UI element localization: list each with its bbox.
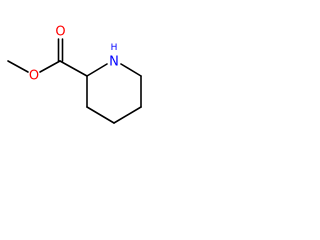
ester-oxygen-label: O (29, 69, 39, 84)
bond-alpha-carbon-nitrogen (86, 63, 108, 77)
bond-ester-oxygen-carbonyl-carbon (39, 60, 61, 73)
molecule-structure: O O N H (7, 25, 142, 124)
carbonyl-oxygen-label: O (55, 25, 65, 40)
bond-methyl-ester-oxygen (7, 60, 29, 73)
ring-nitrogen-hydrogen-label: H (111, 43, 118, 53)
bond-carbonyl-carbon-alpha-carbon (59, 60, 88, 77)
ring-nitrogen-label: N (109, 55, 119, 70)
bond-nitrogen-c6 (120, 63, 142, 77)
bond-c5-c4 (113, 106, 142, 124)
bond-c4-c3 (86, 106, 115, 124)
